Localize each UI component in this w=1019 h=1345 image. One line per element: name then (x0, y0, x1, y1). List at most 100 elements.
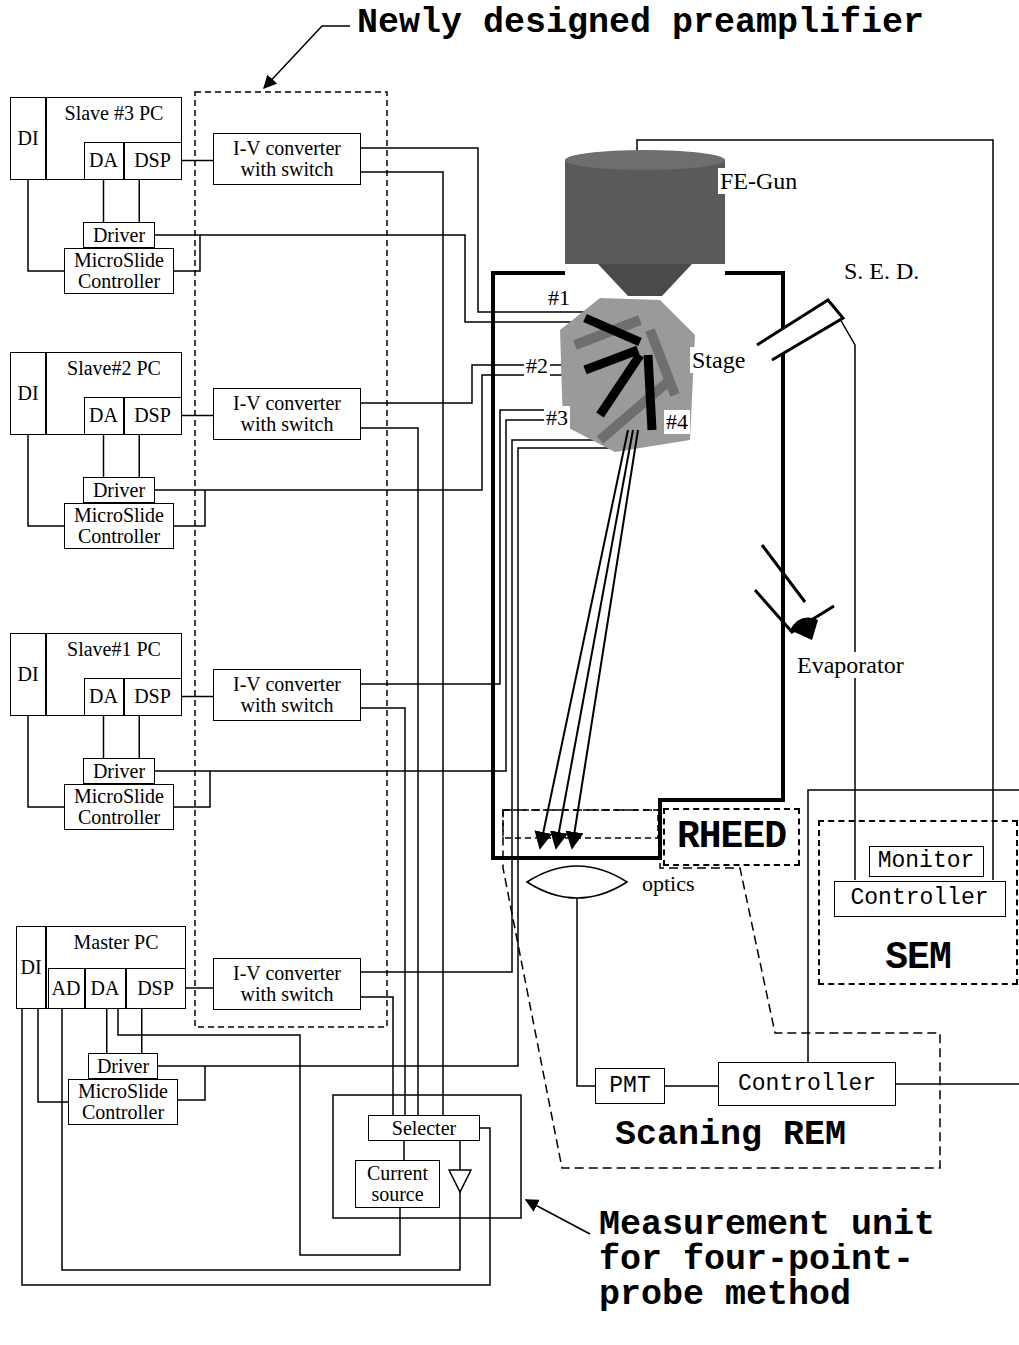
wire-connector (182, 160, 214, 162)
pc-box: Slave #3 PC DA DSP (46, 97, 182, 180)
crucible (790, 618, 818, 640)
amplifier-symbol (449, 1170, 471, 1192)
di-box: DI (10, 352, 46, 435)
wire-connector (139, 180, 141, 223)
driver-box: Driver (83, 758, 155, 784)
wire (178, 1066, 205, 1100)
sed-detector (757, 300, 843, 360)
wire-connector (106, 1009, 108, 1054)
box-label: SEM (820, 939, 1016, 977)
controller-box: Controller (718, 1062, 896, 1106)
wire-connector (182, 696, 214, 698)
box-label: I-V converter with switch (216, 393, 358, 435)
microslide-box: MicroSlide Controller (64, 503, 174, 549)
iv-converter-box: I-V converter with switch (213, 388, 361, 440)
box-label: DA (89, 150, 118, 171)
gun-top (565, 150, 725, 170)
da-box: DA (84, 142, 124, 180)
box-label: Driver (97, 1056, 149, 1077)
box-label: Driver (93, 225, 145, 246)
driver-box: Driver (83, 222, 155, 248)
di-box: DI (10, 633, 46, 716)
di-box: DI (16, 926, 46, 1009)
probe (648, 355, 652, 430)
electron-beam (540, 430, 628, 848)
box-label: MicroSlide Controller (71, 1081, 175, 1123)
wire-connector (186, 987, 214, 989)
wire-connector (38, 1009, 68, 1102)
leader-line (526, 1200, 590, 1234)
dsp-box: DSP (124, 397, 182, 435)
part-name: S. E. D. (842, 258, 921, 284)
box-label: DSP (137, 978, 174, 999)
monitor-box: Monitor (869, 846, 984, 877)
wire-connector (22, 1009, 490, 1285)
box-label: Master PC (47, 932, 185, 953)
wire-connector (103, 435, 105, 478)
box-label: Monitor (878, 849, 975, 873)
callout-title: Measurement unit for four-point-probe me… (597, 1208, 971, 1313)
wire (155, 420, 598, 771)
wire-connector (103, 180, 105, 223)
wire (836, 312, 855, 880)
gun-body (565, 160, 725, 264)
callout-title: Newly designed preamplifier (355, 6, 926, 41)
selector-box: Selecter (368, 1115, 480, 1141)
wire-connector (139, 716, 141, 759)
driver-box: Driver (88, 1053, 158, 1079)
callout-number: #1 (546, 286, 572, 310)
da-box: DA (85, 968, 126, 1009)
box-label: RHEED (677, 818, 786, 856)
callout-number: #3 (544, 406, 570, 430)
box-label: DA (91, 978, 120, 999)
box-label: DI (17, 128, 38, 149)
da-box: DA (84, 678, 124, 716)
iv-converter-box: I-V converter with switch (213, 669, 361, 721)
driver-box: Driver (83, 477, 155, 503)
box-label: DI (20, 957, 41, 978)
electron-beam (572, 430, 638, 848)
wire-connector (361, 428, 418, 1115)
wire (361, 410, 595, 684)
controller-box: Controller (834, 881, 1006, 917)
dsp-box: DSP (126, 968, 186, 1009)
wire (459, 1141, 461, 1170)
box-label: Controller (738, 1072, 876, 1096)
region-name: Scaning REM (613, 1118, 848, 1153)
wire-connector (665, 1085, 718, 1087)
stage (560, 298, 695, 452)
box-label: MicroSlide Controller (67, 786, 171, 828)
probe (585, 318, 640, 342)
part-name: FE-Gun (718, 168, 799, 194)
box-label: DA (89, 405, 118, 426)
wire-connector (28, 716, 64, 807)
rheed-region: RHEED (663, 808, 800, 866)
wire (174, 490, 205, 526)
di-box: DI (10, 97, 46, 180)
wire-connector (141, 1009, 143, 1054)
wire-connector (139, 435, 141, 478)
box-label: Driver (93, 761, 145, 782)
wire (174, 771, 210, 807)
part-name: Evaporator (795, 652, 906, 678)
box-label: DSP (134, 686, 171, 707)
box-label: Current source (358, 1163, 437, 1205)
wire (896, 1083, 1019, 1085)
gun-nose (598, 264, 692, 296)
leader-line (264, 26, 350, 88)
microslide-box: MicroSlide Controller (64, 784, 174, 830)
box-label: Slave #3 PC (47, 103, 181, 124)
wire-connector (103, 716, 105, 759)
preamplifier-region (195, 92, 387, 1027)
wire-connector (28, 180, 64, 271)
box-label: MicroSlide Controller (67, 505, 171, 547)
fe-gun (565, 150, 725, 296)
box-label: DA (89, 686, 118, 707)
box-label: Controller (850, 886, 988, 910)
wire-connector (361, 997, 393, 1115)
measurement-unit-housing (333, 1095, 521, 1218)
dsp-box: DSP (124, 142, 182, 180)
pc-box: Master PCADDADSP (46, 926, 186, 1009)
